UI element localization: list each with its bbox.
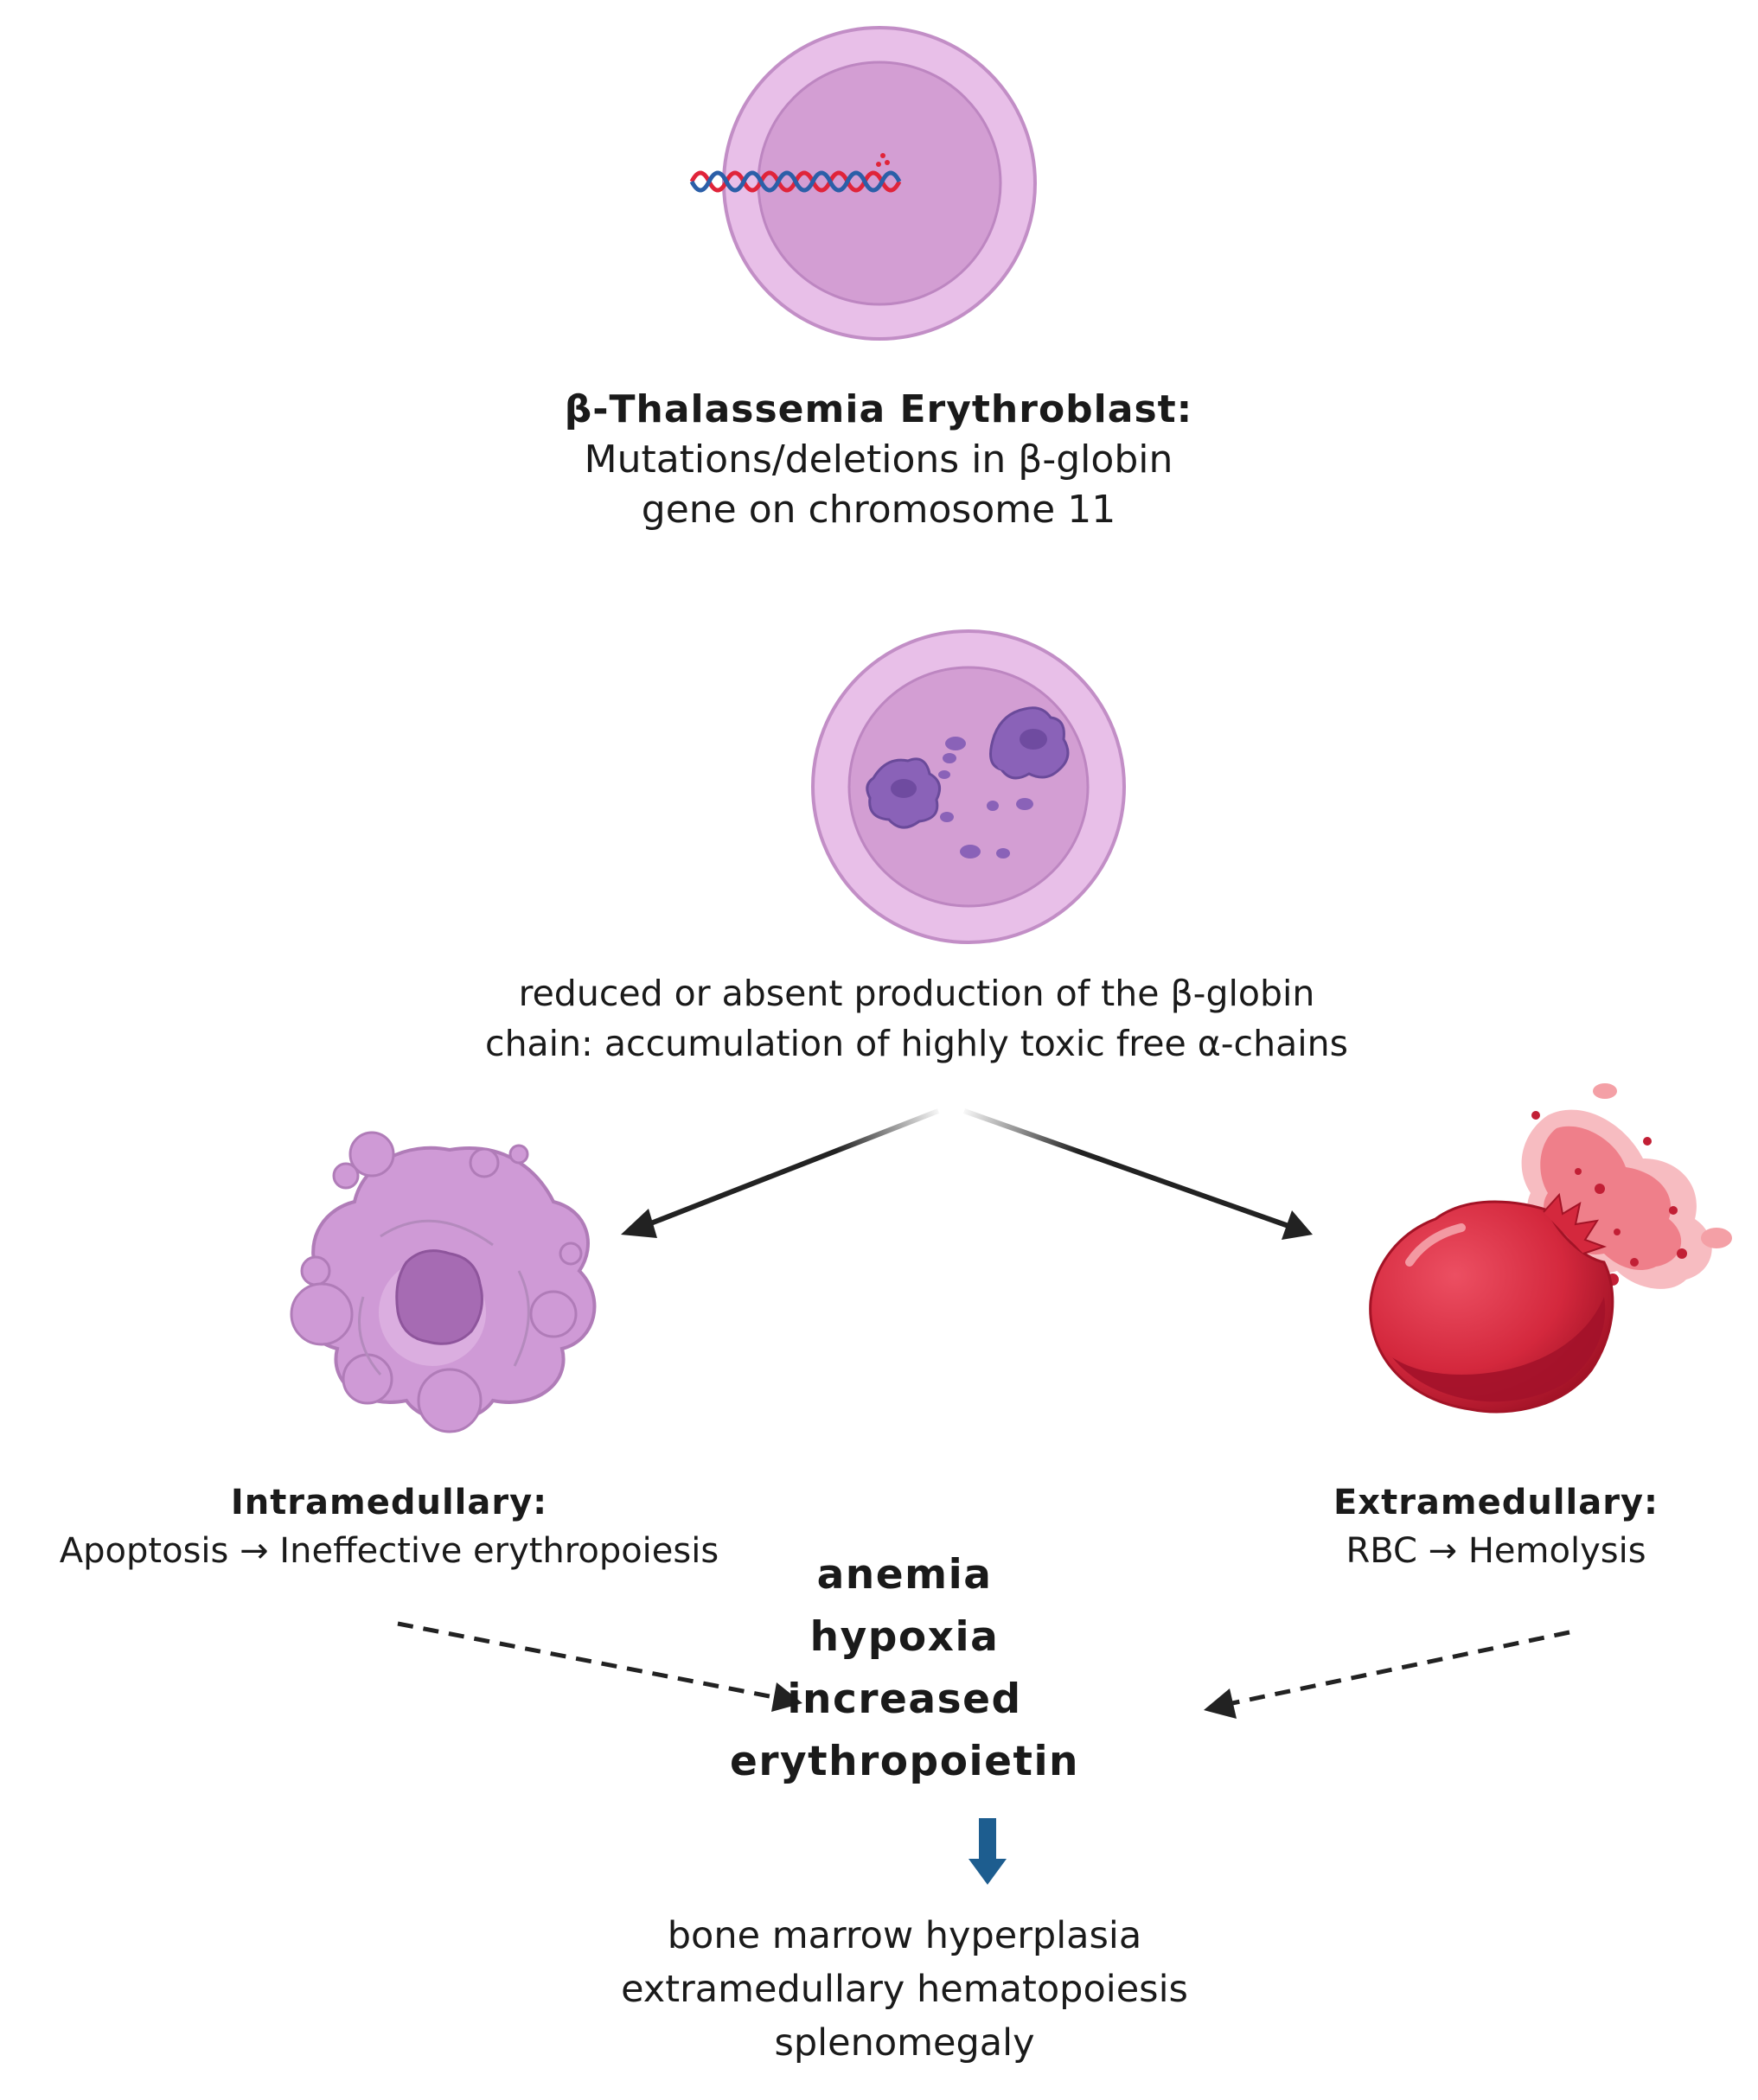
intramedullary-desc: Apoptosis → Ineffective erythropoiesis: [59, 1531, 719, 1571]
result-splenomegaly: splenomegaly: [774, 2021, 1035, 2065]
diverging-arrows: [621, 1108, 1313, 1240]
blue-down-arrow-icon: [968, 1818, 1007, 1885]
erythroblast-line-3: gene on chromosome 11: [641, 488, 1116, 532]
erythroblast-title: β-Thalassemia Erythroblast:: [564, 387, 1193, 431]
result-list: bone marrow hyperplasia extramedullary h…: [576, 1909, 1233, 2070]
consequence-increased: increased: [787, 1676, 1022, 1723]
consequence-erythropoietin: erythropoietin: [729, 1738, 1080, 1785]
alpha-chain-aggregate-cell-icon: [811, 629, 1126, 944]
converging-dashed-arrows: [397, 1621, 1570, 1719]
consequence-anemia: anemia: [816, 1551, 993, 1599]
consequence-hypoxia: hypoxia: [809, 1613, 1000, 1661]
result-bone-marrow-hyperplasia: bone marrow hyperplasia: [667, 1914, 1142, 1957]
extramedullary-caption: Extramedullary: RBC → Hemolysis: [1245, 1478, 1747, 1575]
alpha-chain-line-2: chain: accumulation of highly toxic free…: [485, 1023, 1348, 1064]
intramedullary-title: Intramedullary:: [230, 1483, 548, 1522]
erythroblast-line-2: Mutations/deletions in β-globin: [584, 437, 1173, 482]
dna-icon: [689, 153, 902, 193]
alpha-chain-line-1: reduced or absent production of the β-gl…: [518, 973, 1315, 1014]
consequence-list: anemia hypoxia increased erythropoietin: [697, 1544, 1112, 1793]
result-extramedullary-hematopoiesis: extramedullary hematopoiesis: [621, 1968, 1188, 2011]
erythroblast-cell-icon: [689, 26, 1037, 341]
intramedullary-caption: Intramedullary: Apoptosis → Ineffective …: [9, 1478, 770, 1575]
extramedullary-desc: RBC → Hemolysis: [1346, 1531, 1646, 1571]
alpha-chain-caption: reduced or absent production of the β-gl…: [432, 968, 1401, 1069]
erythroblast-caption: β-Thalassemia Erythroblast: Mutations/de…: [489, 385, 1268, 535]
apoptotic-cell-icon: [290, 1131, 597, 1433]
hemolysis-rbc-icon: [1369, 1083, 1732, 1414]
extramedullary-title: Extramedullary:: [1333, 1483, 1659, 1522]
